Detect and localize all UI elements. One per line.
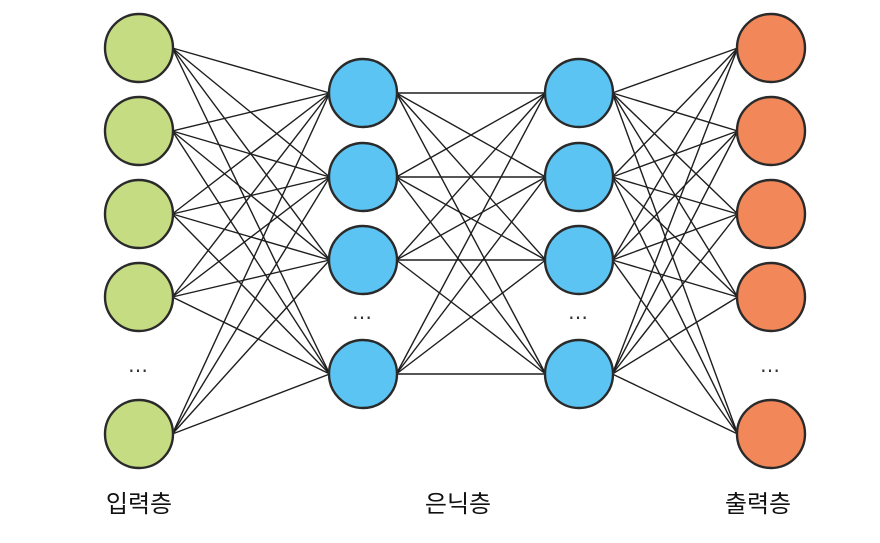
hidden1-neuron	[327, 338, 399, 410]
connection-edge	[171, 47, 331, 375]
output-layer-label: 출력층	[724, 490, 792, 518]
hidden2-neuron	[543, 224, 615, 296]
input-neuron	[103, 398, 175, 470]
input-neuron	[103, 95, 175, 167]
connection-edge	[395, 176, 547, 375]
input-neuron	[103, 261, 175, 333]
connection-edge	[172, 373, 330, 435]
connection-edge	[611, 130, 739, 261]
connection-edges	[171, 47, 739, 435]
connection-edge	[611, 296, 739, 375]
connection-edge	[171, 259, 331, 435]
input-neuron	[103, 178, 175, 250]
neuron-nodes	[103, 12, 807, 470]
connection-edge	[395, 92, 547, 261]
ellipsis-marker: …	[352, 300, 374, 324]
connection-edge	[611, 213, 739, 375]
output-neuron	[735, 95, 807, 167]
hidden-layer-label: 은닉층	[424, 490, 492, 518]
connection-edge	[395, 92, 547, 178]
output-neuron	[735, 398, 807, 470]
output-neuron	[735, 261, 807, 333]
connection-edge	[172, 296, 330, 375]
connection-edge	[171, 92, 331, 298]
connection-edge	[611, 47, 739, 375]
connection-edge	[171, 213, 331, 375]
connection-edge	[171, 176, 331, 435]
hidden1-neuron	[327, 57, 399, 129]
connection-edge	[395, 176, 547, 261]
ellipsis-marker: …	[128, 353, 150, 377]
connection-edge	[171, 92, 331, 435]
ellipsis-marker: …	[568, 300, 590, 324]
connection-edge	[171, 130, 331, 375]
connection-edge	[172, 47, 330, 94]
ellipsis-marker: …	[760, 353, 782, 377]
hidden1-neuron	[327, 224, 399, 296]
connection-edge	[172, 259, 330, 298]
connection-edge	[611, 130, 739, 375]
connection-edge	[612, 213, 738, 261]
connection-edge	[612, 373, 738, 435]
connection-edge	[611, 176, 739, 435]
connection-edge	[611, 47, 739, 178]
connection-edge	[395, 259, 547, 375]
input-layer-label: 입력층	[105, 490, 173, 518]
hidden2-neuron	[543, 141, 615, 213]
connection-edge	[395, 92, 547, 375]
input-neuron	[103, 12, 175, 84]
connection-edge	[611, 259, 739, 435]
hidden1-neuron	[327, 141, 399, 213]
connection-edge	[171, 176, 331, 298]
connection-edge	[611, 47, 739, 261]
output-neuron	[735, 12, 807, 84]
connection-edge	[172, 92, 330, 132]
connection-edge	[612, 259, 738, 298]
connection-edge	[612, 47, 738, 94]
output-neuron	[735, 178, 807, 250]
connection-edge	[611, 92, 739, 435]
hidden2-neuron	[543, 57, 615, 129]
connection-edge	[171, 92, 331, 215]
hidden2-neuron	[543, 338, 615, 410]
ellipsis-markers: … … … …	[128, 300, 782, 377]
